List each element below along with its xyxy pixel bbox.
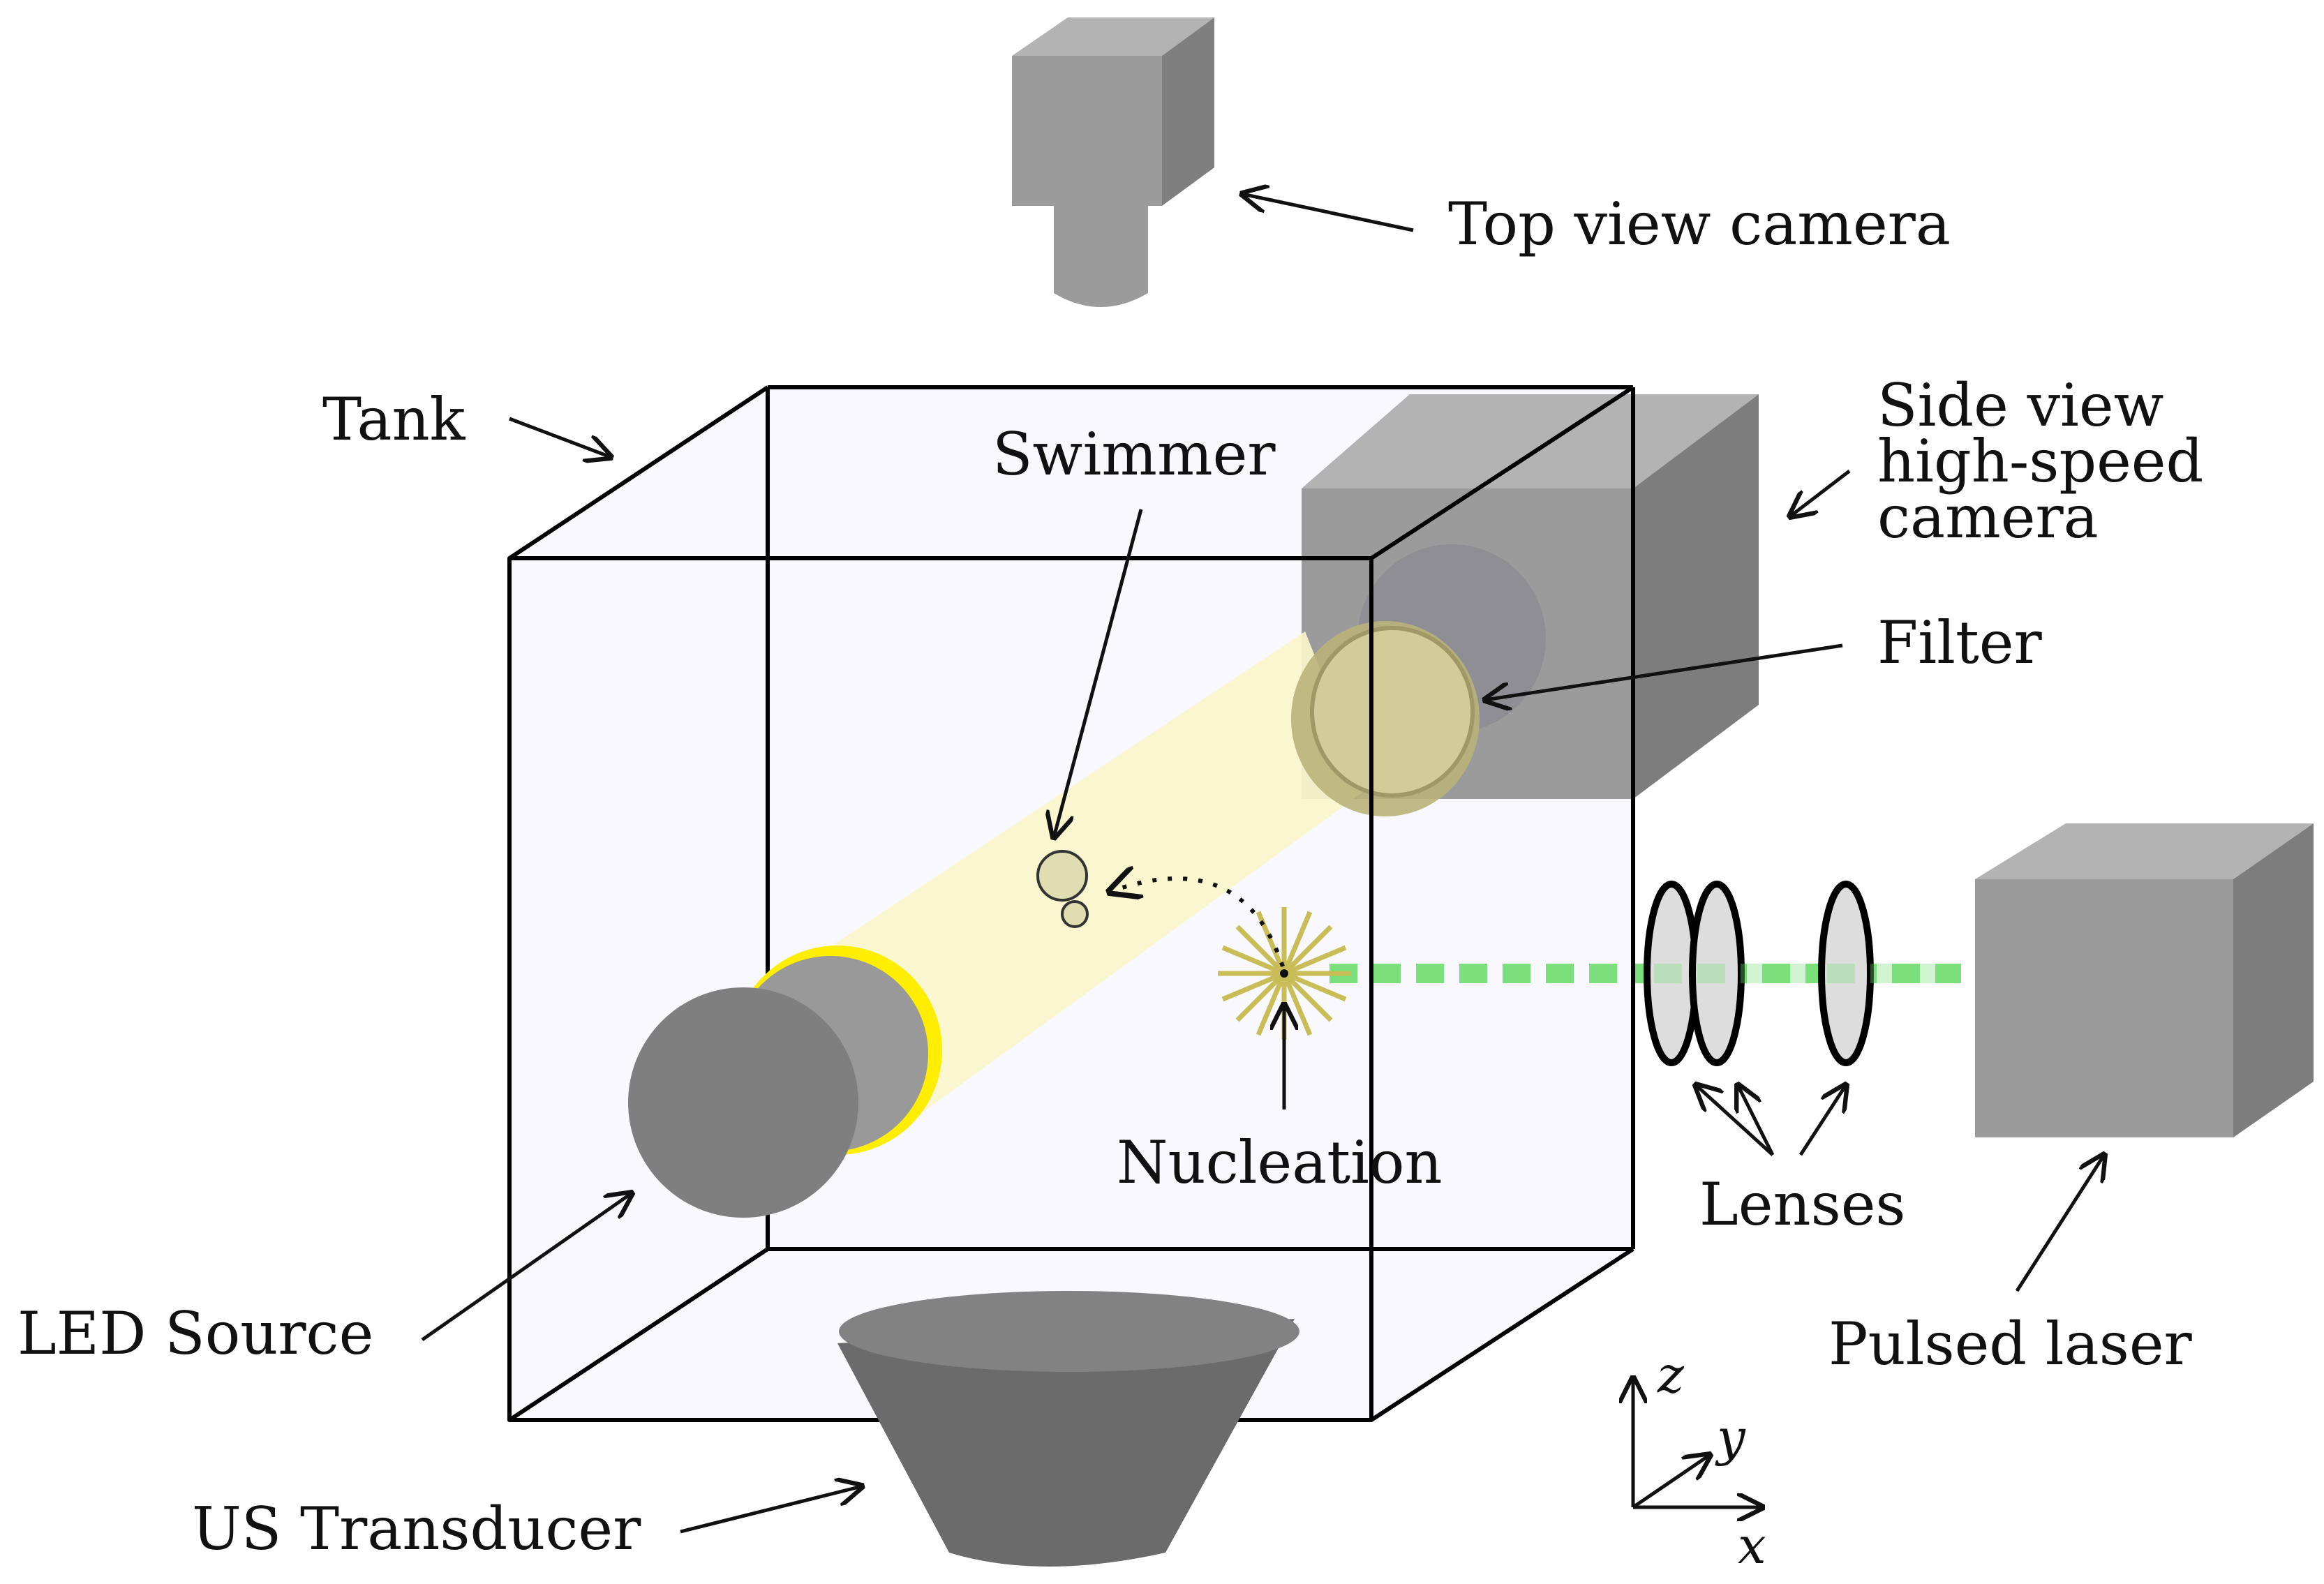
swimmer-trajectory [1110,879,1285,967]
label-side-camera-line-1: Side view [1877,371,2164,440]
led-source [628,946,942,1218]
label-side-camera-line-3: camera [1877,483,2099,551]
axis-x-label: x [1738,1516,1766,1575]
label-tank: Tank [322,385,466,454]
filter [1291,621,1480,816]
top-view-camera [1012,17,1214,307]
label-led-source: LED Source [17,1299,373,1368]
label-swimmer: Swimmer [992,420,1276,488]
label-us-transducer: US Transducer [192,1495,641,1563]
label-lenses: Lenses [1699,1170,1906,1239]
us-transducer [837,1291,1299,1567]
label-filter: Filter [1877,608,2042,677]
callout-arrows [421,194,2104,1534]
label-pulsed-laser: Pulsed laser [1828,1310,2193,1378]
lenses [1644,881,1874,1066]
coordinate-axes: z y x [1633,1345,1766,1575]
swimmer [1036,850,1089,928]
nucleation-point [1280,969,1288,978]
axis-z-label: z [1657,1345,1685,1404]
tank-front-edges [507,385,1635,1422]
light-beam [817,632,1368,1123]
lens-2 [1689,881,1745,1066]
label-top-view-camera: Top view camera [1448,190,1951,258]
lens-3 [1818,881,1874,1066]
axis-y-label: y [1715,1408,1746,1467]
label-side-camera-line-2: high-speed [1877,427,2203,495]
label-nucleation: Nucleation [1117,1128,1443,1197]
pulsed-laser [1975,823,2314,1137]
